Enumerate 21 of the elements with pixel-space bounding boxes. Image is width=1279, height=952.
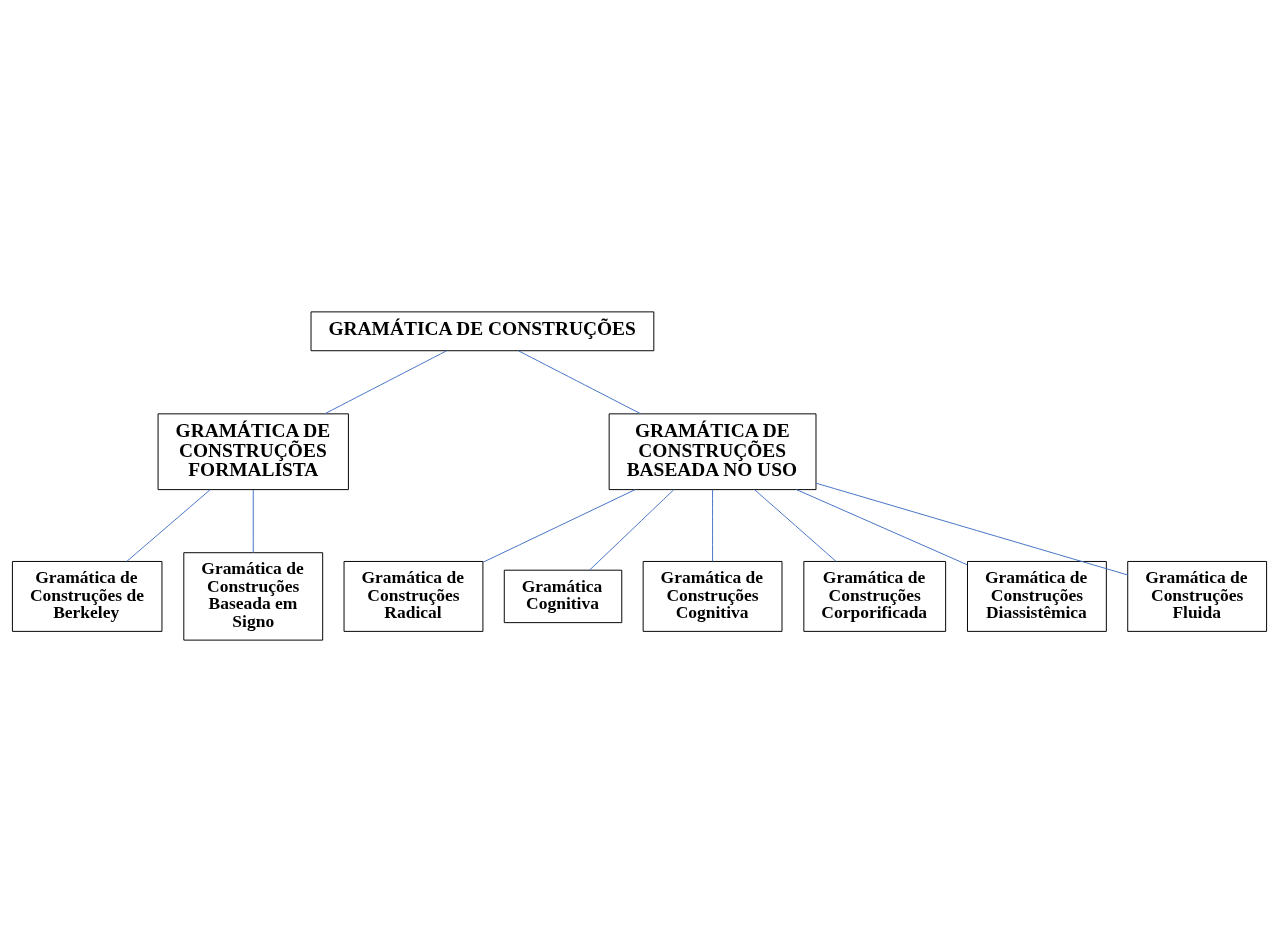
connector [126, 489, 211, 562]
node-box: Gramática de Construções Radical [343, 560, 484, 632]
connector [252, 489, 254, 554]
node-box: GRAMÁTICA DE CONSTRUÇÕES BASEADA NO USO [608, 413, 817, 491]
node-box: Gramática de Construções Cognitiva [642, 560, 783, 632]
node-box: Gramática de Construções Corporificada [803, 560, 947, 632]
node-box: Gramática de Construções Diassistêmica [967, 560, 1107, 632]
node-box: GRAMÁTICA DE CONSTRUÇÕES [310, 311, 655, 352]
connector [324, 350, 448, 415]
node-box: Gramática de Construções Baseada em Signo [183, 552, 324, 641]
connector [815, 482, 1129, 576]
node-box: Gramática de Construções Fluida [1127, 560, 1268, 632]
connector [589, 489, 675, 571]
node-box: Gramática de Construções de Berkeley [11, 560, 163, 632]
node-box: GRAMÁTICA DE CONSTRUÇÕES FORMALISTA [157, 413, 349, 491]
connector [796, 489, 968, 566]
connector [517, 350, 642, 415]
connector [482, 489, 636, 563]
connector [754, 489, 837, 562]
node-box: Gramática Cognitiva [503, 569, 623, 624]
connector [712, 489, 714, 562]
